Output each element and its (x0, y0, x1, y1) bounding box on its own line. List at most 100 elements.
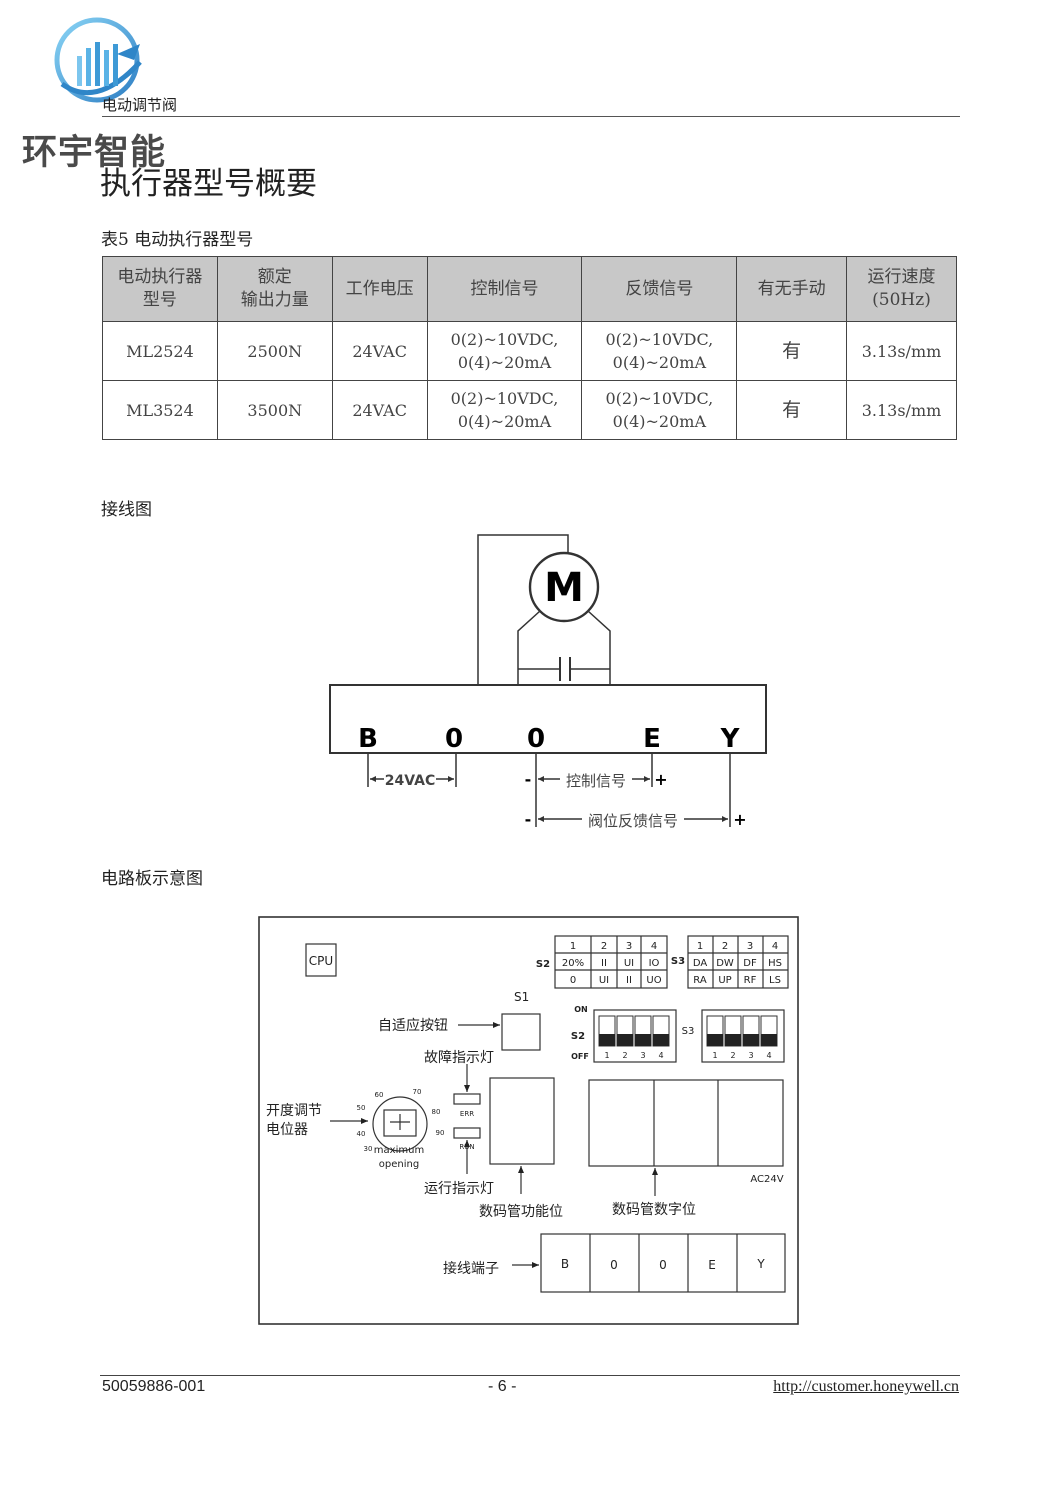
terminal-e-label: E (643, 724, 661, 754)
s3-dip-switch (701, 1009, 785, 1063)
cell-manual: 有 (736, 321, 848, 381)
function-digit-label: 数码管功能位 (479, 1204, 563, 1220)
header-control: 控制信号 (426, 256, 583, 322)
terminal-block (329, 684, 767, 754)
ac24v-label: AC24V (750, 1174, 783, 1185)
s3-row1-2: DW (716, 958, 734, 969)
s3-config-table (687, 935, 789, 989)
cell-speed: 3.13s/mm (846, 321, 957, 381)
s3-row2-3: RF (744, 975, 757, 986)
board-terminal-0a: 0 (610, 1258, 618, 1272)
cell-voltage: 24VAC (331, 321, 428, 381)
dial-tick-60: 60 (375, 1091, 384, 1099)
cell-feedback: 0(2)~10VDC,0(4)~20mA (581, 380, 738, 440)
dip-off-label: OFF (571, 1052, 589, 1061)
s2-row1-1: 20% (562, 958, 584, 969)
s2-row1-4: IO (649, 958, 660, 969)
cell-model: ML2524 (102, 321, 218, 381)
board-terminal-b: B (561, 1257, 569, 1271)
s3-row2-1: RA (693, 975, 707, 986)
circuit-board-diagram: CPU S1 S2 S3 S2 S3 ON OFF 1 2 3 4 20% II… (258, 916, 799, 1325)
s3-row2-2: UP (718, 975, 731, 986)
header-model: 电动执行器型号 (102, 256, 218, 322)
s2-row2-3: II (626, 975, 632, 986)
header-feedback: 反馈信号 (581, 256, 738, 322)
s3-dip-num-4: 4 (766, 1051, 771, 1060)
s3-head-3: 3 (747, 941, 753, 952)
s2-dip-label: S2 (571, 1031, 585, 1042)
board-terminal-0b: 0 (659, 1258, 667, 1272)
control-minus: - (525, 770, 532, 789)
run-label: RUN (459, 1143, 474, 1151)
logo-globe-icon (54, 17, 142, 103)
s2-dip-num-2: 2 (622, 1051, 627, 1060)
control-plus: + (654, 770, 667, 789)
s1-label: S1 (514, 990, 529, 1004)
s3-table-label: S3 (671, 956, 685, 967)
terminal-0a-label: 0 (445, 724, 463, 754)
s2-row2-1: 0 (570, 975, 576, 986)
table-caption: 表5 电动执行器型号 (101, 230, 254, 250)
header-manual: 有无手动 (736, 256, 848, 322)
s2-row1-2: II (601, 958, 607, 969)
err-label: ERR (460, 1110, 474, 1118)
logo-text: 环宇智能 (22, 133, 167, 173)
cell-manual: 有 (736, 380, 848, 440)
footer-divider (100, 1375, 960, 1376)
s2-row1-3: UI (624, 958, 634, 969)
s2-row2-4: UO (646, 975, 661, 986)
s3-row1-1: DA (693, 958, 708, 969)
s2-head-3: 3 (626, 941, 632, 952)
s3-dip-label: S3 (682, 1026, 695, 1037)
supply-label: 24VAC (385, 773, 435, 789)
header-divider (102, 116, 960, 117)
run-led (453, 1127, 481, 1139)
s3-head-4: 4 (772, 941, 778, 952)
wire-b-to-motor (477, 534, 569, 685)
s3-row1-3: DF (743, 958, 757, 969)
dial-text-maximum: maximum (374, 1145, 424, 1156)
s2-head-2: 2 (601, 941, 607, 952)
s2-table-label: S2 (536, 959, 550, 970)
cell-voltage: 24VAC (331, 380, 428, 440)
cpu-box (305, 943, 337, 977)
dial-tick-70: 70 (413, 1088, 422, 1096)
motor-label: M (544, 565, 584, 611)
dial-tick-80: 80 (432, 1108, 441, 1116)
s2-dip-switch (593, 1009, 677, 1063)
board-outline (258, 916, 799, 1325)
footer-doc-number: 50059886-001 (102, 1378, 206, 1395)
dip-on-label: ON (574, 1005, 588, 1014)
s3-row2-4: LS (769, 975, 781, 986)
s2-head-4: 4 (651, 941, 657, 952)
footer-url-link[interactable]: http://customer.honeywell.cn (773, 1378, 959, 1395)
pot-label-line1: 开度调节 (266, 1103, 322, 1119)
s2-dip-num-1: 1 (604, 1051, 609, 1060)
header-voltage: 工作电压 (331, 256, 428, 322)
cpu-label: CPU (309, 954, 333, 968)
dial-tick-50: 50 (357, 1104, 366, 1112)
header-doc-title: 电动调节阀 (102, 96, 178, 114)
board-terminal-block (540, 1233, 786, 1293)
control-signal-label: 控制信号 (566, 772, 626, 790)
cell-force: 2500N (216, 321, 333, 381)
s2-head-1: 1 (570, 941, 576, 952)
dial-tick-30: 30 (364, 1145, 373, 1153)
dial-text-opening: opening (379, 1159, 419, 1170)
table-header-row: 电动执行器型号 额定输出力量 工作电压 控制信号 反馈信号 有无手动 运行速度(… (102, 256, 957, 322)
err-led (453, 1093, 481, 1105)
wire-motor-right (587, 610, 611, 685)
feedback-plus: + (733, 810, 746, 829)
number-digit-display (588, 1079, 784, 1167)
header-speed: 运行速度(50Hz) (846, 256, 957, 322)
actuator-spec-table: 电动执行器型号 额定输出力量 工作电压 控制信号 反馈信号 有无手动 运行速度(… (102, 256, 957, 440)
potentiometer-dial (372, 1096, 428, 1152)
cell-feedback: 0(2)~10VDC,0(4)~20mA (581, 321, 738, 381)
wiring-diagram: M B 0 0 E Y 24VAC 控制信号 阀位反馈信号 - + - + (329, 534, 767, 830)
feedback-minus: - (525, 810, 532, 829)
table-row: ML2524 2500N 24VAC 0(2)~10VDC,0(4)~20mA … (102, 321, 957, 381)
board-terminal-y: Y (756, 1257, 765, 1271)
s3-head-1: 1 (697, 941, 703, 952)
wiring-section-title: 接线图 (101, 500, 152, 520)
page-title: 执行器型号概要 (100, 166, 317, 202)
